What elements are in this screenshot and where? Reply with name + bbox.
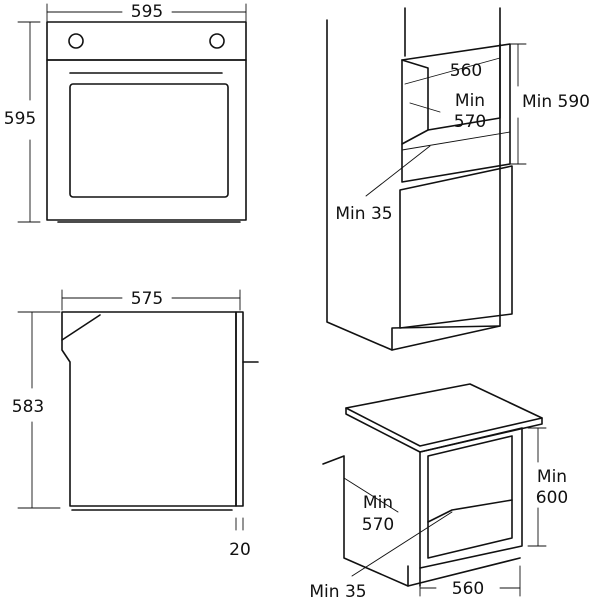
undercounter-cabinet: Min 600 Min 570 Min 35 560 [309,383,568,602]
front-height-dimension: 595 [4,21,41,223]
tall-depth-min: Min [455,91,485,111]
tall-cabinet-side [326,7,501,351]
undercounter-height-value: 600 [536,488,568,508]
side-door-label: 20 [229,540,251,560]
tall-vent-dimension: Min 35 [335,145,431,224]
tall-depth-value: 570 [454,112,486,132]
front-view: 595 595 [4,2,247,223]
front-width-label: 595 [131,2,163,22]
tall-depth-dimension: Min 570 [409,91,486,132]
tall-vent-label: Min 35 [335,204,392,224]
tall-niche-floor [401,129,429,145]
side-depth-label: 575 [131,289,163,309]
control-knob-right [209,33,225,49]
side-body [61,311,237,507]
undercounter-depth-dimension: Min 570 [343,477,399,535]
undercounter-height-min: Min [537,467,567,487]
undercounter-vent-dimension: Min 35 [309,511,453,602]
undercounter-niche [419,427,523,569]
tall-width-dimension: 560 [404,57,501,85]
tall-height-label: Min 590 [522,92,590,112]
undercounter-width-label: 560 [452,579,484,599]
tall-width-label: 560 [450,61,482,81]
side-depth-dimension: 575 [61,289,241,311]
door-window [69,83,229,198]
undercounter-niche-inner [427,435,513,559]
side-door-panel [235,311,244,507]
undercounter-width-dimension: 560 [419,565,521,599]
side-top-bevel [61,314,101,341]
control-knob-left [68,33,84,49]
front-control-panel [46,21,247,61]
front-door [46,59,247,221]
side-height-label: 583 [12,397,44,417]
side-height-dimension: 583 [12,311,61,509]
undercounter-body [322,455,521,587]
tall-lower-door [399,165,513,329]
undercounter-vent-label: Min 35 [309,582,366,600]
side-door-dimension: 20 [229,517,251,560]
undercounter-depth-min: Min [363,493,393,513]
front-height-label: 595 [4,109,36,129]
front-width-dimension: 595 [46,2,247,23]
tall-cabinet-plinth [391,325,501,351]
undercounter-height-dimension: Min 600 [527,427,568,547]
side-view: 575 583 20 [12,289,259,560]
tall-height-dimension: Min 590 [509,43,590,165]
undercounter-depth-value: 570 [362,515,394,535]
tall-cabinet: 560 Min 570 Min 590 Min 35 [326,7,590,351]
